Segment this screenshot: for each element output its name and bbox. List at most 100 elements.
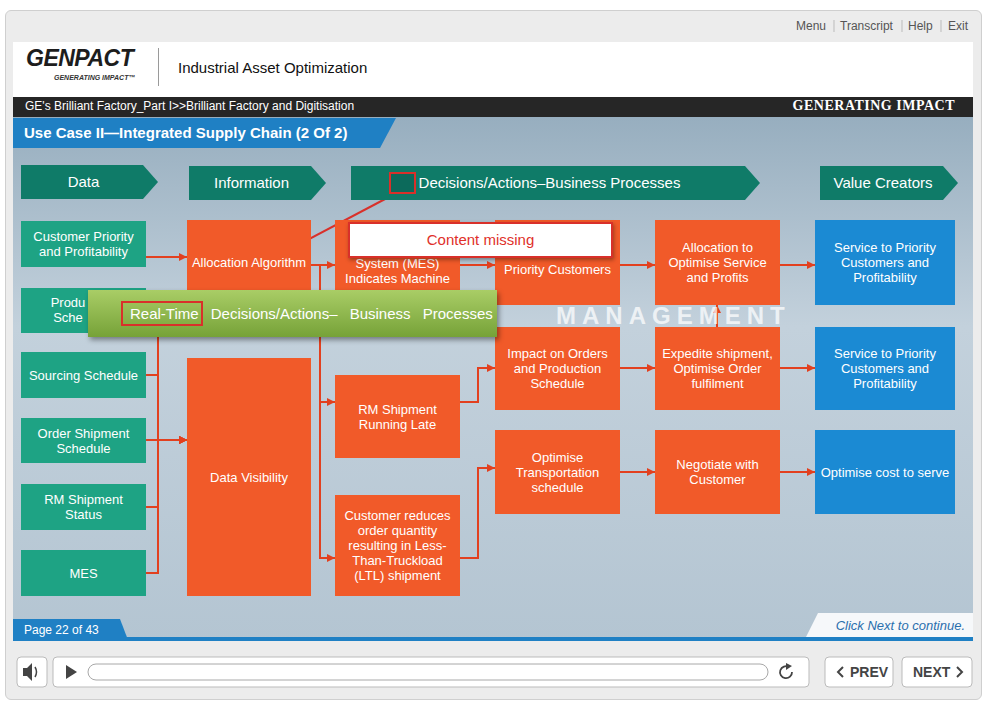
box-text: RM Shipment Running Late: [339, 402, 456, 432]
title-band: [13, 118, 396, 148]
slide-title: Use Case II—Integrated Supply Chain (2 O…: [24, 124, 347, 141]
chevron-fill: [189, 166, 326, 200]
menu-link: Exit: [948, 19, 968, 33]
flow-arrow: [780, 471, 815, 473]
callout-banner: Real-Time Decisions/Actions– Business Pr…: [88, 290, 497, 337]
header-panel: [13, 42, 973, 97]
prev-button: [825, 657, 893, 687]
box-text: Service to Priority Customers and Profit…: [819, 240, 951, 285]
flow-arrow: [620, 367, 655, 369]
box-text: MES: [69, 566, 97, 581]
menu-separator: [941, 20, 942, 32]
flow-arrow: [780, 264, 815, 266]
progress-track: [88, 664, 768, 680]
box-text: Negotiate with Customer: [659, 457, 776, 487]
data-box: Order Shipment Schedule: [21, 418, 146, 463]
box-text: Priority Customers: [504, 262, 611, 277]
box-text: Data Visibility: [210, 470, 288, 485]
flow-arrow: [146, 375, 187, 440]
flow-arrow: [620, 471, 655, 473]
playback-panel: [53, 657, 809, 687]
menu-link: Transcript: [840, 19, 893, 33]
header-text: Information: [214, 174, 289, 192]
box-text: Customer Priority and Profitability: [25, 229, 142, 259]
box-text: Expedite shipment, Optimise Order fulfil…: [659, 346, 776, 391]
watermark: MANAGEMENT: [556, 304, 791, 328]
speaker-icon: [23, 663, 32, 681]
button-label: NEXT: [913, 664, 950, 680]
header-text: Data: [68, 173, 100, 191]
flow-arrow: [620, 264, 655, 266]
next-button: [902, 657, 972, 687]
flow-arrow: [146, 440, 187, 573]
process-box: RM Shipment Running Late: [335, 375, 460, 458]
data-box: Customer Priority and Profitability: [21, 221, 146, 267]
box-text: Optimise cost to serve: [821, 465, 950, 480]
play-icon: [66, 665, 77, 679]
flow-arrow: [460, 264, 495, 266]
box-text: System (MES) Indicates Machine: [339, 256, 456, 286]
flow-arrow: [460, 468, 495, 558]
box-text: Impact on Orders and Production Schedule: [499, 346, 616, 391]
box-text: Sourcing Schedule: [29, 368, 138, 383]
prev-chevron: [838, 667, 843, 677]
process-box: Impact on Orders and Production Schedule: [495, 327, 620, 410]
brand-logo: GENPACT: [26, 45, 133, 72]
data-box: Sourcing Schedule: [21, 352, 146, 398]
box-text: Real-Time Decisions/Actions– Business Pr…: [130, 305, 493, 323]
course-name: Industrial Asset Optimization: [178, 59, 367, 76]
header-text: Value Creators: [834, 174, 933, 192]
menu-separator: [902, 20, 903, 32]
speaker-wave: [35, 667, 37, 677]
box-text: Produ Sche: [47, 295, 89, 325]
breadcrumb: GE's Brilliant Factory_Part I>>Brilliant…: [25, 99, 354, 113]
box-text: Content missing: [427, 231, 535, 249]
box-text: RM Shipment Status: [25, 492, 142, 522]
brand-tagline: GENERATING IMPACT™: [54, 74, 135, 81]
highlight-box: [121, 301, 203, 326]
value-box: Service to Priority Customers and Profit…: [815, 220, 955, 305]
missing-content-callout: Content missing: [348, 222, 613, 258]
box-text: Order Shipment Schedule: [25, 426, 142, 456]
button-label: PREV: [850, 664, 888, 680]
data-box: RM Shipment Status: [21, 484, 146, 530]
chevron-fill: [820, 166, 958, 200]
column-header: Data: [21, 165, 158, 199]
process-box: Expedite shipment, Optimise Order fulfil…: [655, 327, 780, 410]
chevron-fill: [21, 165, 158, 199]
process-box: Customer reduces order quantity resultin…: [335, 495, 460, 596]
flow-arrow: [780, 367, 815, 369]
box-text: Optimise Transportation schedule: [499, 450, 616, 495]
next-chevron: [957, 667, 962, 677]
box-text: Allocation Algorithm: [192, 255, 306, 270]
footer-line: [13, 637, 973, 641]
value-box: Service to Priority Customers and Profit…: [815, 327, 955, 410]
process-box: Allocation to Optimise Service and Profi…: [655, 220, 780, 305]
column-header: Information: [189, 166, 326, 200]
brand-slogan: GENERATING IMPACT: [793, 98, 955, 114]
menu-separator: [834, 20, 835, 32]
column-header: Value Creators: [820, 166, 958, 200]
flow-arrow: [146, 256, 187, 258]
header-divider: [158, 48, 159, 86]
replay-arrowhead: [786, 663, 792, 670]
menu-link: Help: [908, 19, 933, 33]
process-box: Negotiate with Customer: [655, 430, 780, 514]
data-box: MES: [21, 550, 146, 596]
box-text: Allocation to Optimise Service and Profi…: [659, 240, 776, 285]
flow-arrow: [146, 440, 187, 507]
process-box: Data Visibility: [187, 358, 311, 596]
page-tab: [13, 619, 128, 640]
hint-text: Click Next to continue.: [836, 618, 965, 633]
highlight-square: [389, 172, 416, 194]
value-box: Optimise cost to serve: [815, 430, 955, 514]
box-text: Customer reduces order quantity resultin…: [339, 508, 456, 583]
header-text: Decisions/Actions–Business Processes: [419, 174, 681, 192]
mute-button: [17, 657, 47, 687]
page-number: Page 22 of 43: [24, 623, 99, 637]
menu-link: Menu: [796, 19, 826, 33]
hint-panel: [806, 613, 973, 637]
process-box: Optimise Transportation schedule: [495, 430, 620, 514]
box-text: Service to Priority Customers and Profit…: [819, 346, 951, 391]
